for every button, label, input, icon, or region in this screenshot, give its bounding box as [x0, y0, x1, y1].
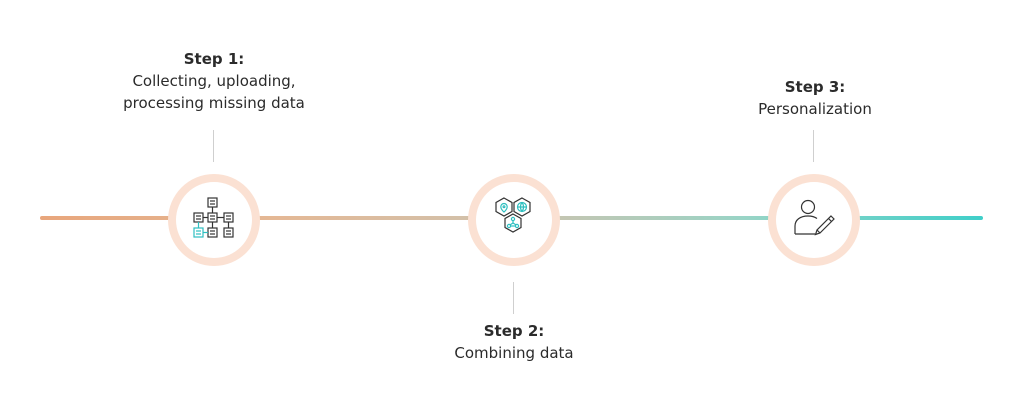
user-edit-icon: [794, 199, 835, 236]
step-2-connector: [513, 282, 514, 314]
hexagon-network-icon: [495, 197, 531, 233]
step-1-description: Collecting, uploading, processing missin…: [123, 72, 305, 112]
step-3-title: Step 3:: [784, 78, 846, 96]
step-2-label: Step 2: Combining data: [384, 320, 644, 364]
step-1-connector: [213, 130, 214, 162]
step-1-title: Step 1:: [183, 50, 245, 68]
step-2-title: Step 2:: [483, 322, 545, 340]
step-1-label: Step 1: Collecting, uploading, processin…: [84, 48, 344, 114]
step-1-node: [168, 174, 260, 266]
step-3-node: [768, 174, 860, 266]
step-2-node: [468, 174, 560, 266]
step-2-description: Combining data: [454, 344, 574, 362]
step-3-description: Personalization: [758, 100, 872, 118]
step-3-connector: [813, 130, 814, 162]
flowchart-icon: [193, 197, 234, 238]
step-3-label: Step 3: Personalization: [685, 76, 945, 120]
